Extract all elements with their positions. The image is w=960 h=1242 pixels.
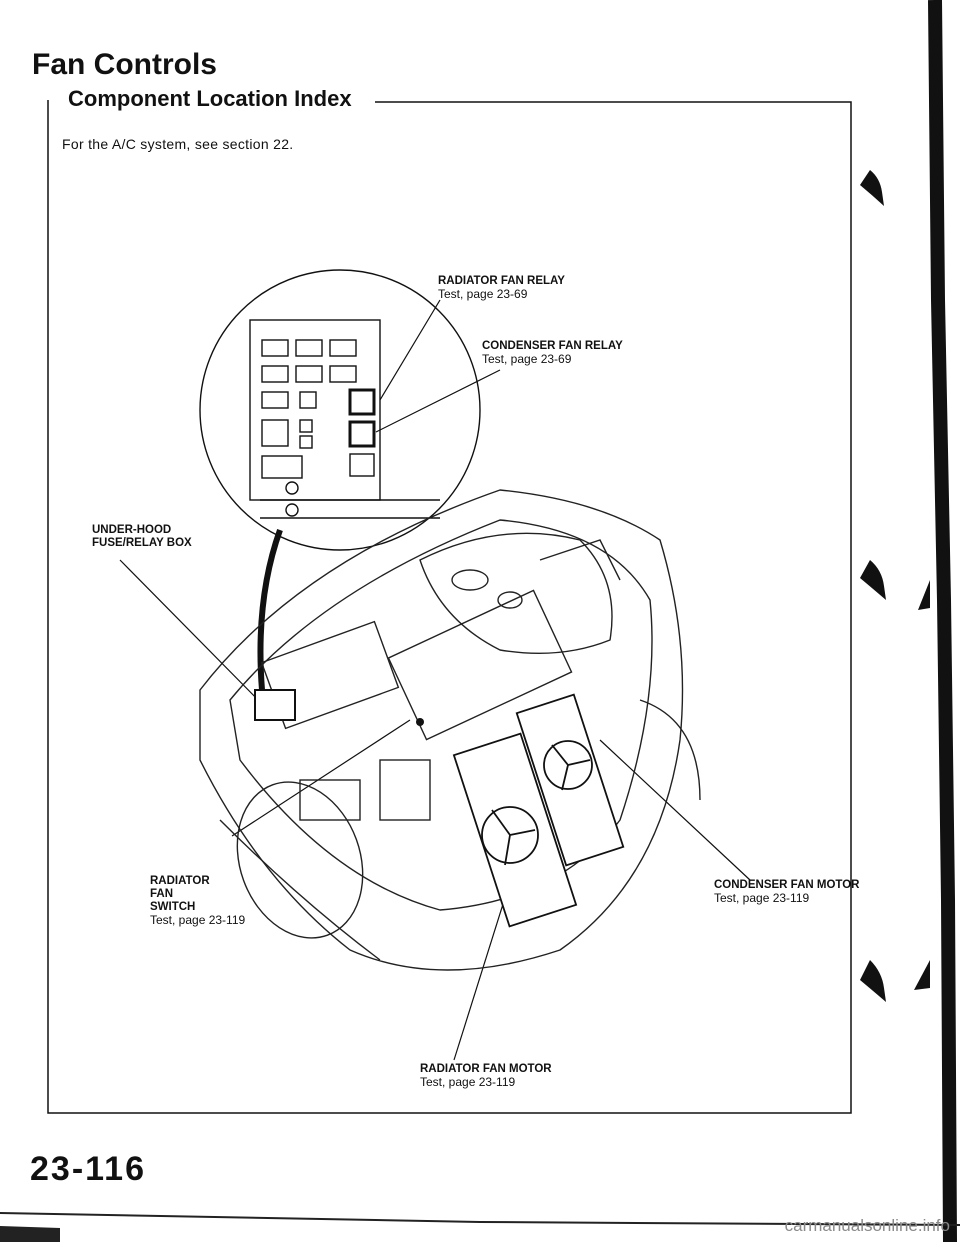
watermark: carmanualsonline.info bbox=[784, 1216, 950, 1235]
tab-mark-3 bbox=[860, 960, 886, 1002]
section-frame bbox=[47, 100, 852, 1114]
callout-name: RADIATOR FAN MOTOR bbox=[420, 1063, 552, 1075]
callout-ref: Test, page 23-119 bbox=[714, 891, 810, 905]
callout-line: RADIATOR bbox=[150, 875, 210, 887]
callout-radiator-fan-motor: RADIATOR FAN MOTOR Test, page 23-119 bbox=[420, 1063, 552, 1089]
callout-name: CONDENSER FAN RELAY bbox=[482, 340, 623, 352]
page-title: Fan Controls bbox=[32, 48, 217, 81]
callout-ref: Test, page 23-119 bbox=[420, 1075, 516, 1089]
callout-condenser-fan-motor: CONDENSER FAN MOTOR Test, page 23-119 bbox=[714, 879, 859, 905]
tab-mark-1 bbox=[860, 170, 884, 206]
fuse-box-mark bbox=[254, 689, 296, 721]
callout-radiator-fan-relay: RADIATOR FAN RELAY Test, page 23-69 bbox=[438, 275, 565, 301]
tab-mark-2 bbox=[860, 560, 886, 600]
callout-radiator-fan-switch: RADIATOR FAN SWITCH Test, page 23-119 bbox=[150, 875, 245, 927]
fan-assembly bbox=[452, 693, 625, 928]
callout-line: SWITCH bbox=[150, 901, 196, 913]
callout-name: CONDENSER FAN MOTOR bbox=[714, 879, 860, 891]
switch-mark bbox=[416, 718, 424, 726]
section-subtitle: Component Location Index bbox=[62, 86, 358, 112]
callout-name: RADIATOR FAN RELAY bbox=[438, 275, 565, 287]
fuse-box-detail bbox=[199, 269, 481, 551]
car-body bbox=[199, 489, 701, 971]
callout-condenser-fan-relay: CONDENSER FAN RELAY Test, page 23-69 bbox=[482, 340, 623, 366]
callout-line: UNDER-HOOD bbox=[92, 524, 172, 536]
intro-note: For the A/C system, see section 22. bbox=[62, 136, 294, 152]
callout-ref: Test, page 23-119 bbox=[150, 913, 246, 927]
callout-ref: Test, page 23-69 bbox=[482, 352, 572, 366]
page-edge bbox=[928, 0, 957, 1242]
leader-lines bbox=[119, 299, 751, 1061]
callout-ref: Test, page 23-69 bbox=[438, 287, 528, 301]
callout-fuse-relay-box: UNDER-HOOD FUSE/RELAY BOX bbox=[92, 524, 192, 550]
callout-line: FUSE/RELAY BOX bbox=[92, 537, 192, 549]
callout-line: FAN bbox=[150, 888, 173, 900]
page-number: 23-116 bbox=[30, 1150, 146, 1188]
